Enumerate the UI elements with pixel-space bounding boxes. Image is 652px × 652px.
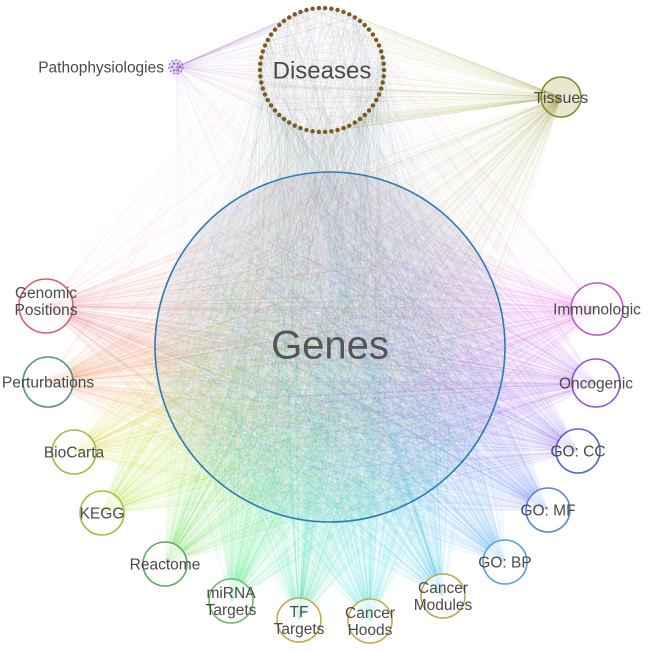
node-cancer-hoods[interactable] bbox=[347, 598, 393, 644]
node-biocarta[interactable] bbox=[51, 429, 97, 475]
label-immunologic: Immunologic bbox=[553, 302, 641, 319]
label-diseases: Diseases bbox=[273, 58, 372, 85]
node-cancer-modules[interactable] bbox=[420, 573, 466, 619]
label-kegg: KEGG bbox=[80, 506, 125, 523]
node-diseases[interactable] bbox=[257, 5, 387, 135]
node-go-cc[interactable] bbox=[555, 428, 601, 474]
label-pathophysiologies: Pathophysiologies bbox=[38, 60, 164, 77]
label-oncogenic: Oncogenic bbox=[559, 376, 633, 393]
label-go-cc: GO: CC bbox=[550, 444, 605, 461]
node-tissues[interactable] bbox=[540, 76, 582, 118]
label-reactome: Reactome bbox=[130, 557, 201, 574]
fan-tissues-to-diseases bbox=[260, 7, 562, 133]
node-oncogenic[interactable] bbox=[571, 358, 621, 408]
node-pathophysiologies[interactable] bbox=[168, 59, 184, 75]
node-immunologic[interactable] bbox=[570, 282, 624, 336]
node-mirna-targets[interactable] bbox=[208, 578, 254, 624]
label-biocarta: BioCarta bbox=[44, 445, 105, 462]
fan-genomic-positions-to-diseases bbox=[45, 7, 384, 307]
label-perturbations: Perturbations bbox=[2, 375, 94, 392]
node-reactome[interactable] bbox=[142, 541, 188, 587]
node-go-mf[interactable] bbox=[525, 487, 571, 533]
node-tf-targets[interactable] bbox=[276, 597, 322, 643]
label-go-bp: GO: BP bbox=[478, 555, 531, 572]
node-genomic-positions[interactable] bbox=[18, 278, 74, 334]
node-perturbations[interactable] bbox=[22, 356, 74, 408]
label-genes: Genes bbox=[271, 323, 389, 367]
node-kegg[interactable] bbox=[79, 490, 125, 536]
node-genes[interactable] bbox=[154, 171, 506, 523]
fan-pathophysiologies-to-diseases bbox=[175, 7, 384, 133]
fan-oncogenic-to-diseases bbox=[261, 7, 597, 384]
label-tissues: Tissues bbox=[534, 90, 589, 107]
node-go-bp[interactable] bbox=[482, 539, 528, 585]
label-go-mf: GO: MF bbox=[520, 503, 575, 520]
